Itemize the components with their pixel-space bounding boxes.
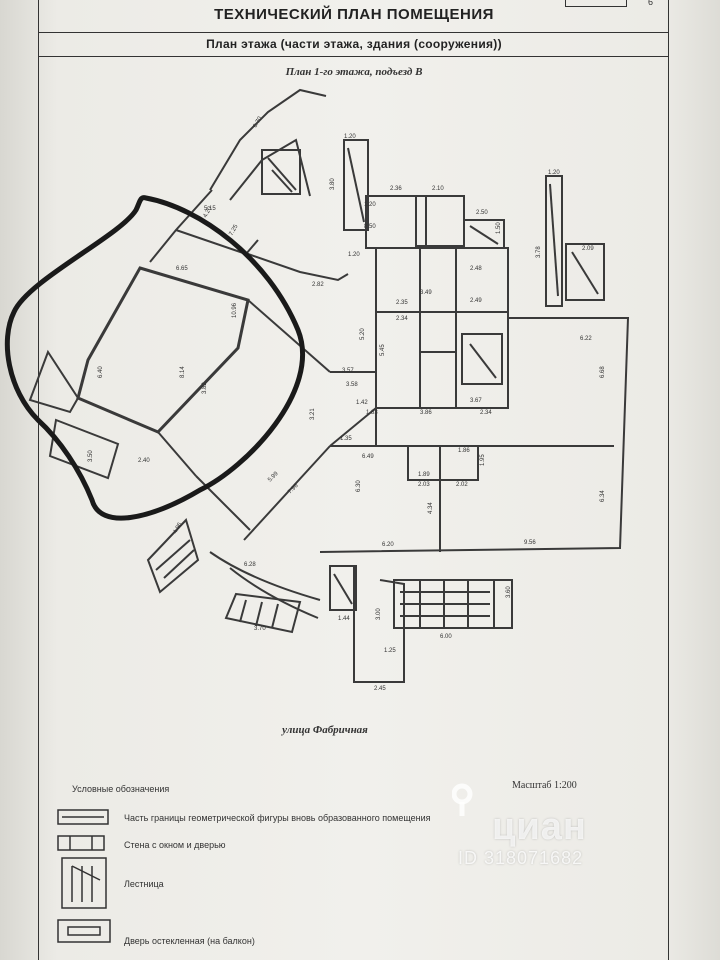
dimension-label: 1.20: [348, 252, 360, 258]
dimension-label: 6.28: [244, 562, 256, 568]
dimension-label: 3.50: [88, 450, 94, 462]
legend-item-glass-door: Дверь остекленная (на балкон): [124, 936, 255, 946]
legend-item-wall: Стена с окном и дверью: [124, 840, 226, 850]
dimension-label: 5.20: [360, 328, 366, 340]
dimension-label: 1.95: [480, 454, 486, 466]
dimension-label: 1.86: [458, 448, 470, 454]
dimension-label: 5.45: [380, 344, 386, 356]
dimension-label: 2.10: [432, 186, 444, 192]
dimension-label: 1.25: [384, 648, 396, 654]
dimension-label: 6.20: [382, 542, 394, 548]
dimension-label: 3.78: [536, 246, 542, 258]
legend-item-stairs: Лестница: [124, 879, 164, 889]
dimension-label: 2.34: [396, 316, 408, 322]
street-label: улица Фабричная: [282, 724, 368, 736]
dimension-label: 1.42: [356, 400, 368, 406]
dimension-label: 1.83: [366, 410, 378, 416]
watermark-brand: циан: [492, 806, 587, 848]
dimension-label: 1.20: [344, 134, 356, 140]
dimension-label: 4.96: [173, 521, 184, 535]
document-subtitle: План этажа (части этажа, здания (сооруже…: [206, 37, 502, 51]
dimension-label: 2.49: [470, 298, 482, 304]
dimension-label: 2.50: [476, 210, 488, 216]
dimension-label: 8.14: [180, 366, 186, 378]
cian-logo-icon: [452, 783, 473, 816]
dimension-label: 3.49: [420, 290, 432, 296]
dimension-label: 7.96: [287, 482, 300, 495]
dimension-label: 6.40: [98, 366, 104, 378]
dimension-label: 6.30: [356, 480, 362, 492]
dimension-label: 1.89: [418, 472, 430, 478]
document-title: ТЕХНИЧЕСКИЙ ПЛАН ПОМЕЩЕНИЯ: [214, 6, 494, 23]
dimension-label: 3.80: [330, 178, 336, 190]
marker-circle: [4, 195, 306, 521]
dimension-label: 2.09: [582, 246, 594, 252]
dimension-label: 2.03: [418, 482, 430, 488]
dimension-label: 2.45: [374, 686, 386, 692]
dimension-label: 1.20: [548, 170, 560, 176]
unit-outline: [76, 266, 250, 434]
dimension-label: 2.82: [312, 282, 324, 288]
legend-item-boundary: Часть границы геометрической фигуры внов…: [124, 813, 431, 823]
dimension-label: 2.36: [390, 186, 402, 192]
plan-caption: План 1-го этажа, подъезд В: [285, 66, 423, 78]
dimension-label: 6.00: [440, 634, 452, 640]
dimension-label: 2.35: [396, 300, 408, 306]
frame-left: [38, 0, 39, 960]
dimension-label: 2.40: [138, 458, 150, 464]
dimension-label: 3.67: [470, 398, 482, 404]
dimension-label: 4.20: [203, 205, 214, 219]
dimension-label: 4.34: [428, 502, 434, 514]
sheet-number-box: [565, 0, 627, 7]
dimension-label: 5.99: [267, 470, 280, 483]
dimension-label: 2.02: [456, 482, 468, 488]
frame-line-1: [38, 32, 668, 33]
frame-line-2: [38, 56, 668, 57]
dimension-label: 6.22: [580, 336, 592, 342]
dimension-label: 6.49: [362, 454, 374, 460]
dimension-label: 8.50: [364, 224, 376, 230]
dimension-label: 5.15: [204, 206, 216, 212]
dimension-label: 6.70: [253, 115, 264, 129]
dimension-label: 6.65: [176, 266, 188, 272]
dimension-label: 3.00: [376, 608, 382, 620]
dimension-label: 10.96: [232, 302, 238, 318]
dimension-labels: 6.70 1.20 3.80 2.36 2.10 1.20 2.50 1.50 8.50 4.20…: [88, 115, 606, 692]
dimension-label: 3.21: [310, 408, 316, 420]
dimension-label: 1.44: [338, 616, 350, 622]
dimension-label: 6.68: [600, 366, 606, 378]
dimension-label: 7.25: [229, 223, 240, 237]
dimension-label: 9.56: [524, 540, 536, 546]
dimension-label: 3.70: [254, 626, 266, 632]
dimension-label: 3.60: [506, 586, 512, 598]
legend-title: Условные обозначения: [72, 784, 170, 794]
dimension-label: 3.58: [346, 382, 358, 388]
dimension-label: 1.20: [364, 202, 376, 208]
dimension-label: 1.50: [496, 222, 502, 234]
sheet-number: 6: [648, 0, 654, 7]
watermark-id: ID 318071682: [458, 848, 584, 868]
dimension-label: 3.82: [202, 382, 208, 394]
dimension-label: 2.48: [470, 266, 482, 272]
dimension-label: 6.34: [600, 490, 606, 502]
dimension-label: 2.34: [480, 410, 492, 416]
frame-right: [668, 0, 669, 960]
dimension-label: 1.35: [340, 436, 352, 442]
scale-label: Масштаб 1:200: [512, 780, 577, 791]
dimension-label: 3.57: [342, 368, 354, 374]
dimension-label: 3.86: [420, 410, 432, 416]
